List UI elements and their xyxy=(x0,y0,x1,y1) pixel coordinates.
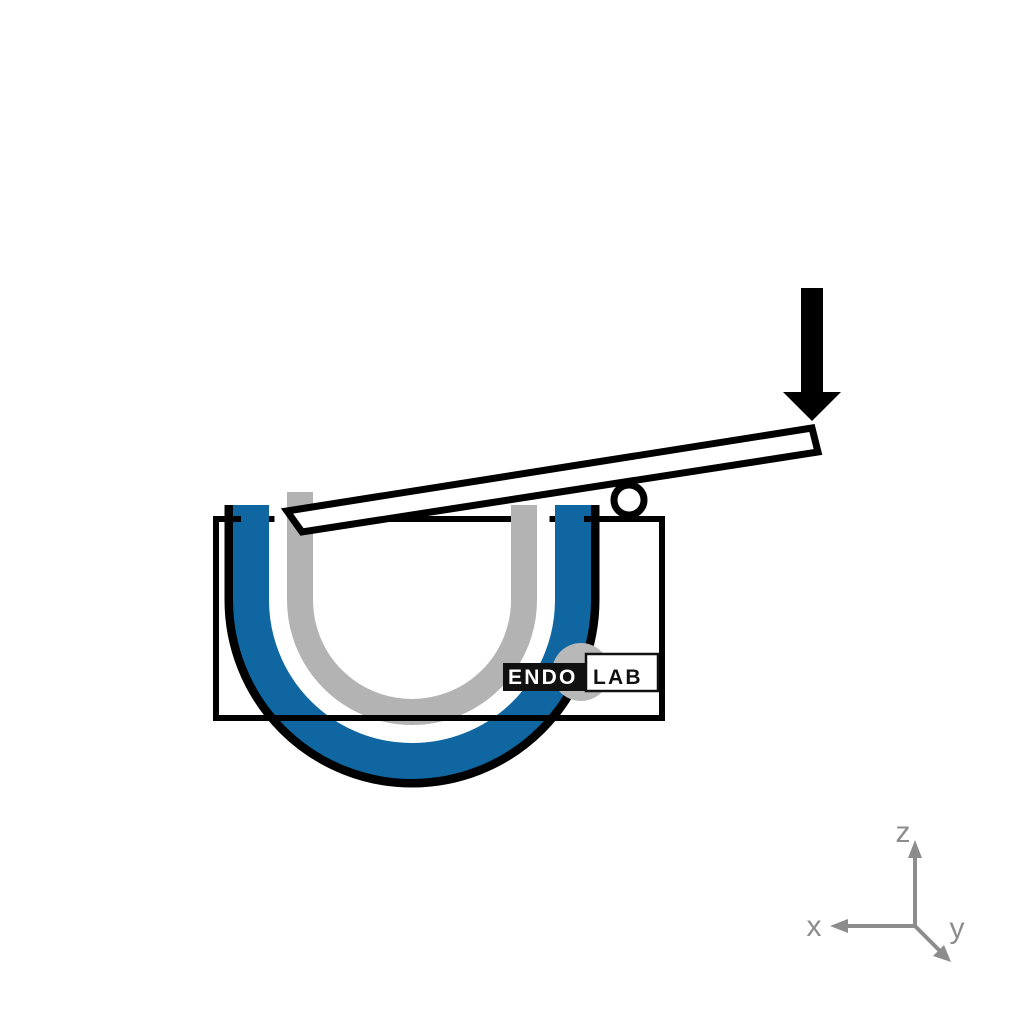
inlay-liner xyxy=(287,492,537,725)
pivot-ball xyxy=(610,481,648,519)
axis-z: z xyxy=(896,816,922,926)
axis-y-arrowhead-icon xyxy=(933,945,951,962)
endolab-logo: ENDO LAB xyxy=(503,643,660,701)
logo-dark-block xyxy=(503,663,586,691)
axis-z-arrowhead-icon xyxy=(908,840,922,858)
axis-y: y xyxy=(913,912,965,962)
axis-z-label: z xyxy=(896,816,911,849)
pivot-ball-ring xyxy=(610,481,648,519)
lever-bar-body xyxy=(280,424,823,536)
fixture-box-rim-overlay xyxy=(213,516,665,721)
coordinate-axes: z x y xyxy=(807,816,965,962)
axis-y-line xyxy=(913,924,943,954)
logo-text-lab: LAB xyxy=(593,666,643,689)
axis-x-arrowhead-icon xyxy=(830,919,848,933)
axis-x-label: x xyxy=(807,910,822,943)
axis-y-label: y xyxy=(950,912,965,945)
logo-text-endo: ENDO xyxy=(508,666,577,689)
axis-x: x xyxy=(807,910,915,943)
force-arrow-shape xyxy=(783,288,841,421)
logo-light-block xyxy=(584,652,660,693)
force-arrow xyxy=(783,288,841,421)
lever-bar xyxy=(280,424,823,536)
shell-liner-gap xyxy=(274,505,550,738)
